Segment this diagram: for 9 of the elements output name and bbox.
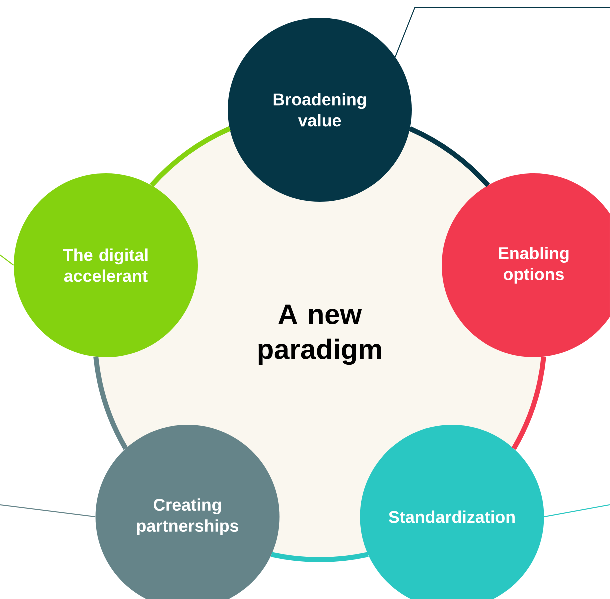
leader-line (0, 504, 96, 518)
ring-arc (94, 356, 128, 450)
leader-line (544, 504, 610, 518)
ring-arc (150, 126, 232, 188)
ring-arc (271, 552, 369, 562)
leader-line (395, 8, 610, 58)
ring-arc (512, 356, 546, 450)
ring-arc (409, 126, 490, 188)
leader-line (0, 254, 14, 266)
